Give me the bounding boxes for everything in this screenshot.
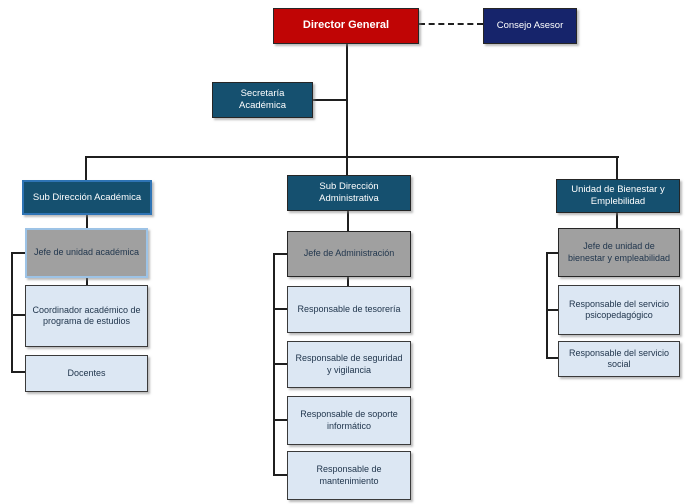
node-secretaria-academica: Secretaría Académica	[212, 82, 313, 118]
connector-trunk	[346, 44, 348, 158]
node-label: Jefe de unidad de bienestar y empleabili…	[567, 241, 671, 263]
connector-dashed-director-consejo	[419, 23, 483, 25]
bracket-administrativa-stub-4	[273, 419, 288, 421]
branch-header-administrativa: Sub Dirección Administrativa	[287, 175, 411, 211]
connector-header-administrativa	[347, 210, 349, 232]
node-label: Consejo Asesor	[496, 20, 564, 32]
node-docentes: Docentes	[25, 355, 148, 392]
node-label: Responsable de tesorería	[297, 303, 401, 314]
connector-header-bienestar	[616, 212, 618, 229]
node-responsable-servicio-social: Responsable del servicio social	[558, 341, 680, 377]
node-label: Jefe de Administración	[303, 248, 395, 259]
node-label: Responsable de seguridad y vigilancia	[295, 353, 403, 375]
bracket-academica-stub-2	[11, 314, 26, 316]
node-label: Secretaría Académica	[239, 88, 286, 111]
node-jefe-bienestar: Jefe de unidad de bienestar y empleabili…	[558, 228, 680, 277]
branch-header-bienestar: Unidad de Bienestar y Emplebilidad	[556, 179, 680, 213]
node-label: Jefe de unidad académica	[33, 247, 140, 258]
bracket-academica-stub-3	[11, 371, 26, 373]
node-director-general: Director General	[273, 8, 419, 44]
branch-header-academica: Sub Dirección Académica	[22, 180, 152, 215]
node-jefe-administracion: Jefe de Administración	[287, 231, 411, 277]
node-responsable-seguridad: Responsable de seguridad y vigilancia	[287, 341, 411, 388]
bracket-bienestar-stub-2	[546, 309, 559, 311]
bracket-bienestar-stub-1	[546, 252, 559, 254]
node-label: Docentes	[67, 367, 106, 378]
connector-stub-right	[616, 156, 618, 180]
node-label: Sub Dirección Académica	[32, 191, 142, 203]
bracket-academica-stub-1	[11, 252, 26, 254]
bracket-administrativa-stub-1	[273, 253, 288, 255]
node-label: Responsable del servicio social	[568, 347, 670, 369]
bracket-bienestar-stub-3	[546, 357, 559, 359]
node-label: Director General	[302, 19, 390, 32]
node-coordinador-academico: Coordinador académico de programa de est…	[25, 285, 148, 347]
bracket-administrativa-stub-5	[273, 474, 288, 476]
node-responsable-tesoreria: Responsable de tesorería	[287, 286, 411, 333]
node-label: Responsable del servicio psicopedagógico	[568, 298, 670, 320]
connector-branch-rule	[85, 156, 619, 158]
connector-header-academica	[86, 214, 88, 229]
node-consejo-asesor: Consejo Asesor	[483, 8, 577, 44]
connector-jefe-tesoreria	[347, 276, 349, 287]
node-label: Coordinador académico de programa de est…	[32, 304, 141, 326]
connector-secretaria	[312, 99, 347, 101]
bracket-administrativa-stub-2	[273, 308, 288, 310]
node-jefe-unidad-academica: Jefe de unidad académica	[25, 228, 148, 278]
node-label: Responsable de mantenimiento	[316, 464, 382, 486]
node-responsable-mantenimiento: Responsable de mantenimiento	[287, 451, 411, 500]
connector-stub-middle	[346, 156, 348, 176]
node-label: Sub Dirección Administrativa	[319, 181, 379, 204]
connector-jefe-coordinador	[86, 277, 88, 286]
connector-stub-left	[85, 156, 87, 181]
node-label: Responsable de soporte informático	[300, 409, 398, 431]
bracket-academica	[11, 252, 13, 373]
node-responsable-soporte: Responsable de soporte informático	[287, 396, 411, 445]
node-responsable-psicopedagogico: Responsable del servicio psicopedagógico	[558, 285, 680, 335]
bracket-administrativa-stub-3	[273, 363, 288, 365]
bracket-bienestar	[546, 252, 548, 359]
node-label: Unidad de Bienestar y Emplebilidad	[571, 184, 665, 207]
